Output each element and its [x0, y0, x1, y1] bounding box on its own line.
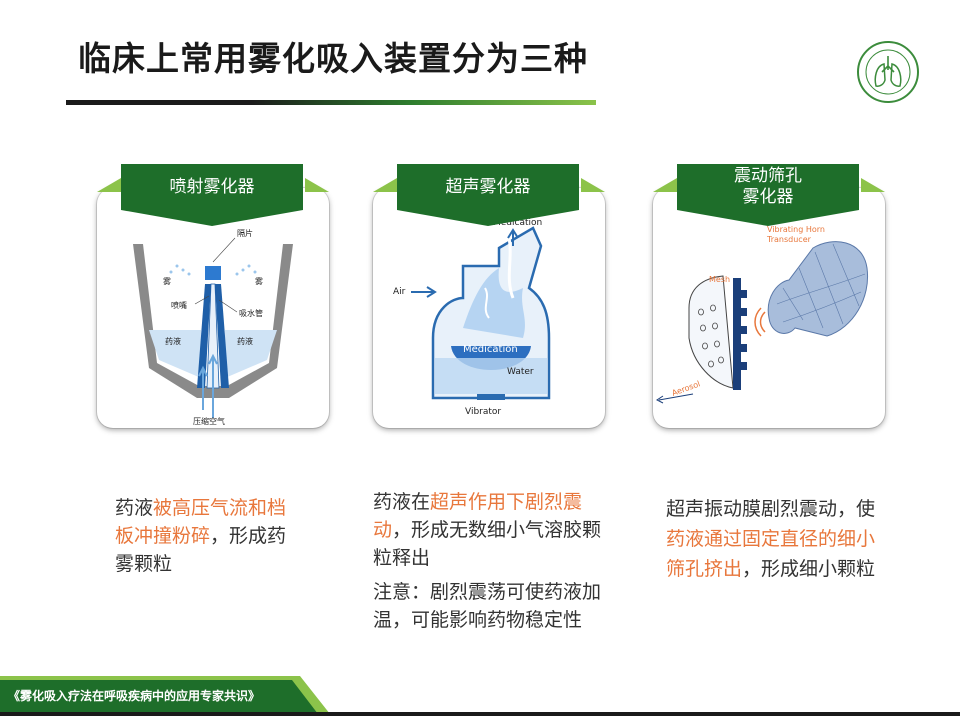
label-mesh: Mesh [709, 275, 730, 284]
ultrasonic-warning-note: 注意：剧烈震荡可使药液加温，可能影响药物稳定性 [373, 581, 602, 631]
label-suction-tube: 吸水管 [239, 308, 263, 318]
highlight-text: 超声作用下剧烈震动 [373, 491, 583, 541]
tab-ultrasonic-nebulizer: 超声雾化器 [373, 164, 605, 226]
label-air: Air [393, 287, 406, 297]
mesh-nebulizer-description: 超声振动膜剧烈震动，使药液通过固定直径的细小筛孔挤出，形成细小颗粒 [666, 498, 876, 580]
label-liquid-right: 药液 [237, 336, 253, 346]
label-water: Water [507, 367, 534, 377]
highlight-text: 被高压气流和档板冲撞粉碎 [115, 497, 287, 547]
society-logo-icon [857, 41, 919, 103]
ultrasonic-nebulizer-description: 药液在超声作用下剧烈震动，形成无数细小气溶胶颗粒释出 注意：剧烈震荡可使药液加温… [373, 488, 607, 634]
footer-banner [0, 676, 330, 714]
label-mist-right: 雾 [255, 277, 263, 286]
footer-divider [0, 712, 960, 716]
tab-label: 超声雾化器 [397, 164, 579, 226]
tab-label: 喷射雾化器 [121, 164, 303, 226]
label-mist-left: 雾 [163, 277, 171, 286]
jet-nebulizer-diagram: 隔片 雾 雾 喷嘴 吸水管 药液 药液 压缩空气 [133, 228, 293, 426]
label-vibrator: Vibrator [465, 407, 501, 417]
title-underline [66, 100, 596, 105]
tab-jet-nebulizer: 喷射雾化器 [97, 164, 329, 226]
label-compressed-air: 压缩空气 [193, 416, 225, 426]
footer-reference: 《雾化吸入疗法在呼吸疾病中的应用专家共识》 [8, 689, 261, 703]
slide-title: 临床上常用雾化吸入装置分为三种 [78, 39, 588, 78]
label-medication: Medication [463, 344, 518, 355]
label-baffle: 隔片 [237, 228, 253, 238]
tab-label-line1: 震动筛孔 [734, 166, 802, 186]
tab-label: 震动筛孔 雾化器 [677, 164, 859, 226]
tab-label-line2: 雾化器 [742, 187, 794, 207]
mesh-nebulizer-diagram: Vibrating Horn Transducer Mesh Aerosol [656, 225, 869, 404]
label-liquid-left: 药液 [165, 336, 181, 346]
jet-nebulizer-description: 药液被高压气流和档板冲撞粉碎，形成药雾颗粒 [115, 497, 287, 575]
mesh-nebulizer-card: Vibrating Horn Transducer Mesh Aerosol [653, 188, 885, 428]
label-nozzle: 喷嘴 [171, 300, 187, 310]
tab-mesh-nebulizer: 震动筛孔 雾化器 [653, 164, 885, 226]
ultrasonic-nebulizer-diagram: Medication Air Medication Water Vibrator [393, 218, 551, 417]
label-transducer: Transducer [766, 235, 812, 244]
highlight-text: 药液通过固定直径的细小筛孔挤出 [666, 528, 876, 580]
jet-nebulizer-card: 隔片 雾 雾 喷嘴 吸水管 药液 药液 压缩空气 [97, 188, 329, 428]
ultrasonic-nebulizer-card: Medication Air Medication Water Vibrator [373, 188, 605, 428]
label-vibrating-horn: Vibrating Horn [767, 225, 825, 234]
